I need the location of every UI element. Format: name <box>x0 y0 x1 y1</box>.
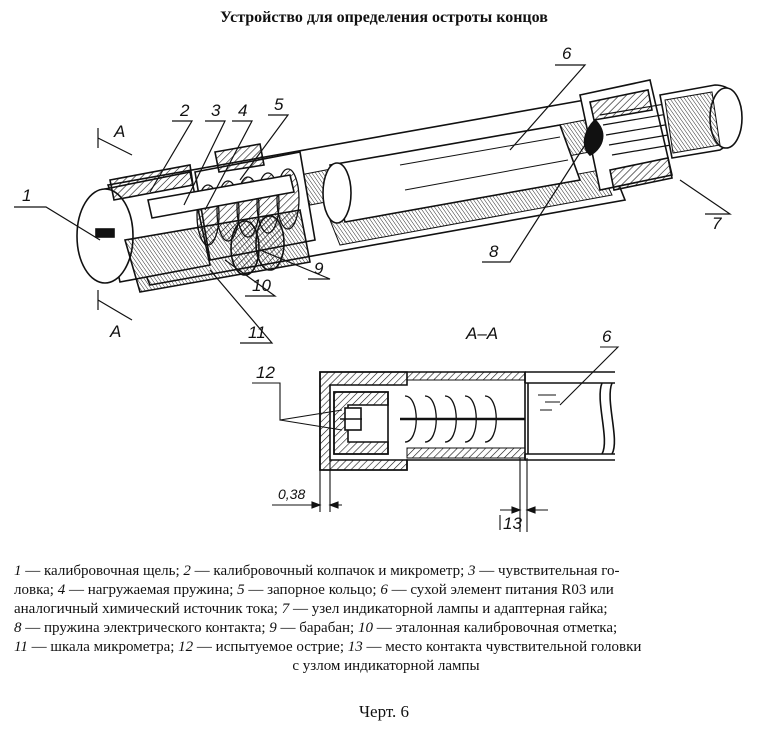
dimension-labels: 0,38 13 12 6 <box>256 327 612 533</box>
callout-6: 6 <box>562 44 572 63</box>
caption-number: 5 <box>237 582 245 598</box>
caption-line: с узлом индикаторной лампы <box>14 657 758 676</box>
caption-text: — место контакта чувствительной головки <box>362 639 642 655</box>
callout-2: 2 <box>179 101 190 120</box>
callouts-isometric <box>14 64 732 344</box>
caption-line: 8 — пружина электрического контакта; 9 —… <box>14 619 758 638</box>
caption-line: аналогичный химический источник тока; 7 … <box>14 600 758 619</box>
callout-12: 12 <box>256 363 275 382</box>
section-label: А–А <box>465 324 498 343</box>
callout-10: 10 <box>252 276 271 295</box>
section-a-a-view <box>319 371 616 471</box>
caption-text: — чувствительная го- <box>475 563 620 579</box>
caption-text: — сухой элемент питания R03 или <box>387 582 614 598</box>
caption-text: — шкала микрометра; <box>27 639 179 655</box>
caption-number: 3 <box>468 563 476 579</box>
dim-0-38: 0,38 <box>278 486 305 502</box>
view-mark-a-top: А <box>113 122 125 141</box>
caption-text: — запорное кольцо; <box>244 582 381 598</box>
callout-6-section: 6 <box>602 327 612 346</box>
dim-13: 13 <box>503 514 522 533</box>
caption-number: 6 <box>380 582 388 598</box>
callout-11: 11 <box>248 323 266 342</box>
caption-text: — испытуемое острие; <box>193 639 348 655</box>
callout-7: 7 <box>712 214 722 233</box>
device-isometric-view <box>76 79 743 293</box>
caption-text: — нагружаемая пружина; <box>65 582 238 598</box>
caption-text: — эталонная калибровочная отметка; <box>372 620 618 636</box>
callout-1: 1 <box>22 186 31 205</box>
callout-3: 3 <box>211 101 221 120</box>
caption-line: ловка; 4 — нагружаемая пружина; 5 — запо… <box>14 581 758 600</box>
caption-number: 1 <box>14 563 22 579</box>
page-title: Устройство для определения остроты концо… <box>220 9 548 26</box>
caption-text: аналогичный химический источник тока; <box>14 601 282 617</box>
view-mark-a-bottom: А <box>109 322 121 341</box>
caption-text: — калибровочный колпачок и микрометр; <box>190 563 469 579</box>
caption-number: 7 <box>281 601 290 617</box>
caption-number: 10 <box>357 620 373 636</box>
caption-line: 11 — шкала микрометра; 12 — испытуемое о… <box>14 638 758 657</box>
chart-number: Черт. 6 <box>358 702 410 721</box>
caption-number: 2 <box>183 563 191 579</box>
caption-number: 8 <box>14 620 22 636</box>
caption-text: ловка; <box>14 582 58 598</box>
callout-4: 4 <box>238 101 247 120</box>
technical-drawing: 1 2 3 4 5 6 7 8 9 10 11 А А А–А <box>14 44 743 533</box>
caption-text: — узел индикаторной лампы и адаптерная г… <box>289 601 608 617</box>
caption-text: с узлом индикаторной лампы <box>292 658 480 674</box>
caption-text: — барабан; <box>276 620 358 636</box>
caption-line: 1 — калибровочная щель; 2 — калибровочны… <box>14 562 758 581</box>
caption-text: — калибровочная щель; <box>21 563 184 579</box>
callout-5: 5 <box>274 95 284 114</box>
caption-number: 9 <box>269 620 277 636</box>
callout-labels-isometric: 1 2 3 4 5 6 7 8 9 10 11 А А <box>22 44 722 342</box>
caption-text: — пружина электрического контакта; <box>21 620 270 636</box>
callout-9: 9 <box>314 259 324 278</box>
figure-caption: 1 — калибровочная щель; 2 — калибровочны… <box>14 562 758 676</box>
dimension-lines <box>252 346 620 532</box>
caption-number: 4 <box>57 582 66 598</box>
caption-number: 13 <box>347 639 363 655</box>
caption-number: 11 <box>14 639 28 655</box>
caption-number: 12 <box>178 639 194 655</box>
callout-8: 8 <box>489 242 499 261</box>
